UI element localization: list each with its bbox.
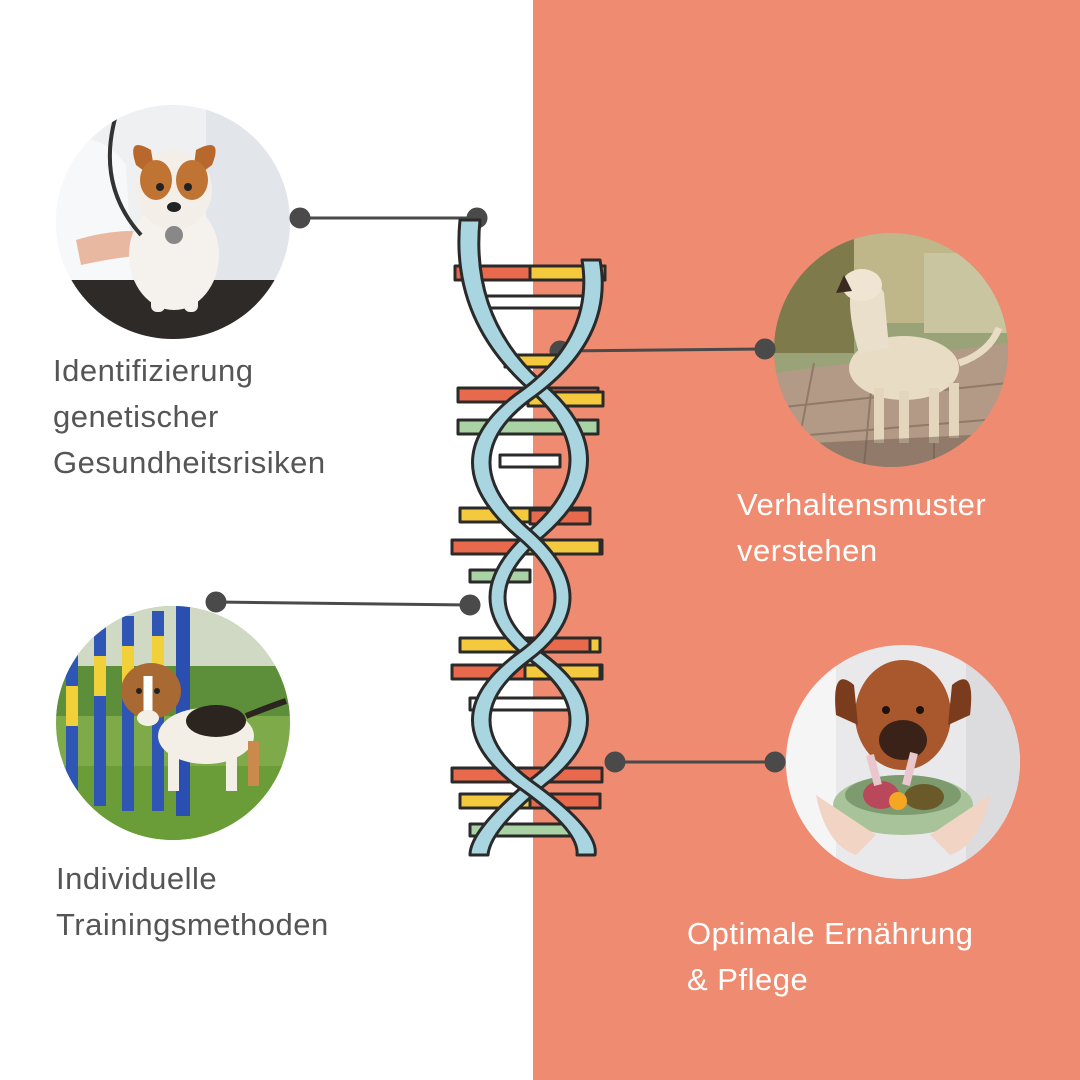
connector-dot bbox=[289, 207, 311, 229]
connector-dot bbox=[459, 594, 481, 616]
connector-line-behavior bbox=[559, 347, 766, 353]
label-nutrition: Optimale Ernährung & Pflege bbox=[687, 911, 973, 1003]
label-line: Trainingsmethoden bbox=[56, 907, 329, 942]
label-line: Gesundheitsrisiken bbox=[53, 445, 326, 480]
connector-line-training bbox=[215, 600, 471, 607]
label-training: Individuelle Trainingsmethoden bbox=[56, 856, 329, 948]
label-line: Verhaltensmuster bbox=[737, 487, 987, 522]
label-line: Identifizierung bbox=[53, 353, 254, 388]
label-line: genetischer bbox=[53, 399, 219, 434]
connector-dot bbox=[604, 751, 626, 773]
connector-dot bbox=[764, 751, 786, 773]
label-line: & Pflege bbox=[687, 962, 809, 997]
connector-dot bbox=[205, 591, 227, 613]
connector-dot bbox=[754, 338, 776, 360]
label-line: Optimale Ernährung bbox=[687, 916, 974, 951]
dog-food-bowl-photo bbox=[786, 645, 1020, 879]
label-line: Individuelle bbox=[56, 861, 218, 896]
label-health-risks: Identifizierung genetischer Gesundheitsr… bbox=[53, 348, 326, 486]
dna-helix-icon bbox=[450, 218, 607, 857]
coral-background-panel bbox=[533, 0, 1080, 1080]
label-behavior: Verhaltensmuster verstehen bbox=[737, 482, 986, 574]
label-line: verstehen bbox=[737, 533, 878, 568]
